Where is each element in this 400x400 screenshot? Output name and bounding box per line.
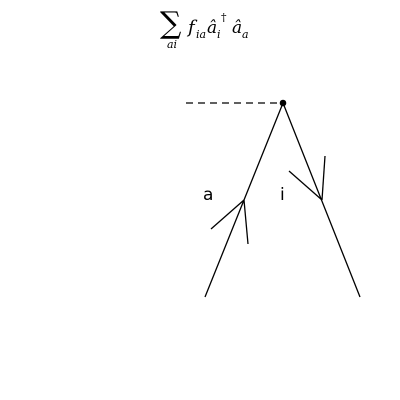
formula: ∑ ai f ia â i † â a — [160, 6, 249, 51]
creation-operator-subscript: i — [217, 28, 221, 41]
hole-line-label: a — [203, 185, 213, 205]
hole-arrow-icon — [210, 199, 249, 245]
sum-symbol: ∑ — [160, 6, 182, 41]
annihilation-operator-subscript: a — [242, 28, 249, 41]
annihilation-operator: â — [232, 18, 242, 38]
creation-operator: â — [207, 18, 217, 38]
particle-arrow-icon — [288, 155, 326, 201]
dagger-superscript: † — [221, 11, 227, 24]
f-subscript: ia — [196, 28, 206, 41]
particle-line-label: i — [280, 185, 285, 205]
sum-subscript: ai — [167, 38, 177, 51]
